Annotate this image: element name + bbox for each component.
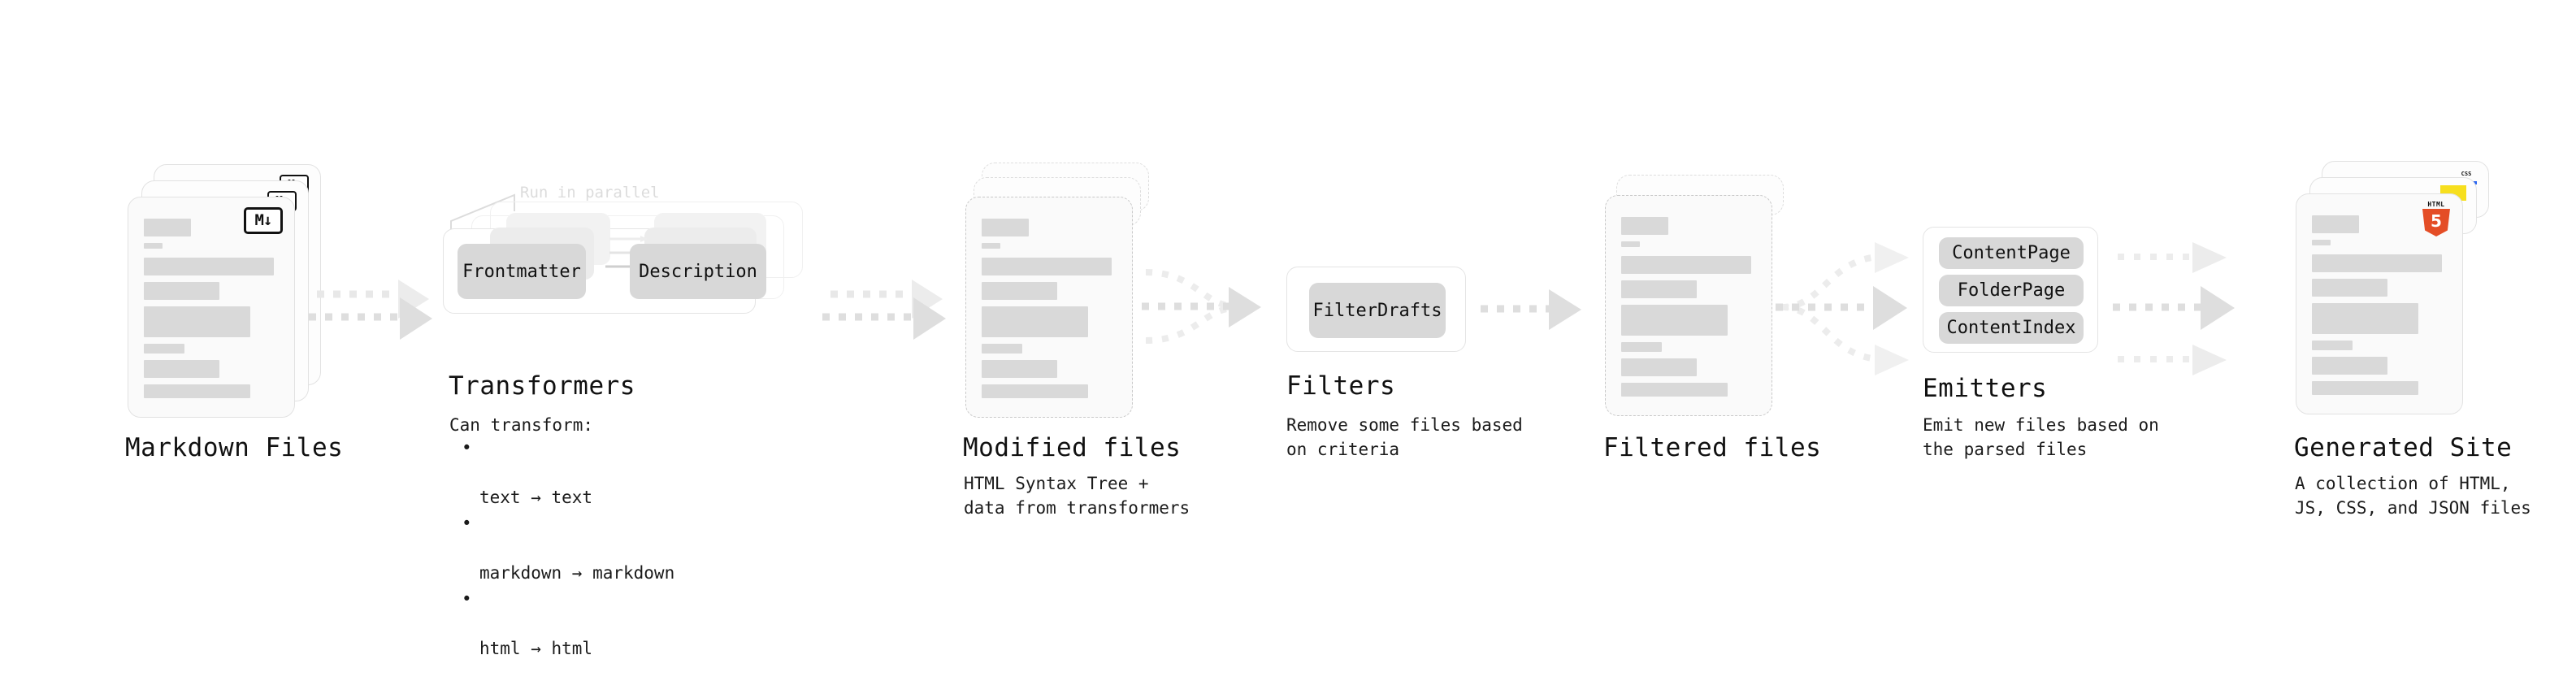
placeholder-bar [1621,342,1662,352]
placeholder-bar [982,344,1022,354]
placeholder-bar [1621,305,1728,336]
emitters-desc: Emit new files based on the parsed files [1923,415,2159,459]
emitter-chip-folderpage[interactable]: FolderPage [1939,275,2084,306]
bullet-dot: • [462,438,472,458]
bullet-dot: • [462,589,472,609]
emitter-chip-contentpage[interactable]: ContentPage [1939,237,2084,269]
placeholder-bar [144,344,184,354]
placeholder-bar [2312,215,2359,233]
transformers-label: Transformers [449,371,635,401]
placeholder-bar [2312,303,2418,334]
chip-label: FilterDrafts [1312,300,1442,321]
placeholder-bar [144,306,250,337]
transformers-desc: Can transform: [449,415,594,435]
connector-modified-to-filters [1142,269,1261,344]
filters-label: Filters [1286,371,1396,401]
generated-site-label: Generated Site [2294,433,2513,462]
connector-markdown-to-transformers [309,280,432,340]
chip-label: FolderPage [1957,280,2066,301]
placeholder-bar [1621,256,1751,274]
placeholder-bar [982,384,1088,398]
file-content-placeholder [144,219,280,405]
filter-chip-filterdrafts[interactable]: FilterDrafts [1309,283,1446,338]
chip-label: ContentPage [1952,243,2071,263]
emitters-box: ContentPage FolderPage ContentIndex [1923,227,2098,353]
placeholder-bar [144,243,163,249]
connector-filters-to-filtered [1481,289,1581,330]
placeholder-bar [1621,280,1697,298]
file-content-placeholder [1621,217,1758,403]
chip-label: Frontmatter [462,261,581,282]
placeholder-bar [2312,381,2418,395]
site-file-card-html: HTML [2296,193,2463,414]
placeholder-bar [144,360,219,378]
list-item-label: markdown → markdown [479,563,675,583]
html5-icon: HTML [2420,201,2452,236]
placeholder-bar [2312,340,2353,350]
placeholder-bar [982,360,1057,378]
placeholder-bar [982,282,1057,300]
filters-box: FilterDrafts [1286,267,1466,352]
emitter-chip-contentindex[interactable]: ContentIndex [1939,312,2084,344]
modified-file-card-front [965,197,1133,418]
list-item-label: text → text [479,488,593,507]
html5-icon-shield [2422,209,2450,236]
markdown-files-label: Markdown Files [125,433,344,462]
placeholder-bar [1621,383,1728,397]
placeholder-bar [982,306,1088,337]
modified-files-label: Modified files [963,433,1182,462]
file-content-placeholder [2312,215,2448,401]
placeholder-bar [144,219,191,236]
placeholder-bar [1621,217,1668,235]
list-item: • markdown → markdown [462,512,674,585]
modified-files-desc: HTML Syntax Tree + data from transformer… [964,474,1190,518]
connector-filtered-to-emitters [1776,242,1909,375]
markdown-icon: M↓ [244,207,283,234]
transformer-chip-description[interactable]: Description [630,244,766,299]
placeholder-bar [144,384,250,398]
placeholder-bar [2312,254,2442,272]
filtered-files-label: Filtered files [1603,433,1822,462]
generated-site-desc: A collection of HTML, JS, CSS, and JSON … [2295,474,2531,518]
list-item: • html → html [462,588,674,661]
placeholder-bar [2312,279,2387,297]
filters-desc: Remove some files based on criteria [1286,415,1523,459]
transformers-bullet-list: • text → text • markdown → markdown • ht… [462,436,674,661]
list-item: • text → text [462,436,674,510]
markdown-file-card-front: M↓ [128,197,295,418]
file-content-placeholder [982,219,1118,405]
chip-label: Description [639,261,757,282]
placeholder-bar [2312,240,2331,245]
placeholder-bar [982,219,1029,236]
chip-label: ContentIndex [1946,318,2076,338]
placeholder-bar [1621,241,1640,247]
connector-transformers-to-modified [822,280,946,340]
placeholder-bar [982,258,1112,275]
transformer-chip-frontmatter[interactable]: Frontmatter [458,244,586,299]
emitters-label: Emitters [1923,374,2048,403]
list-item-label: html → html [479,639,593,658]
html5-icon-word: HTML [2427,201,2445,208]
placeholder-bar [144,282,219,300]
placeholder-bar [1621,358,1697,376]
filtered-file-card-front [1605,195,1772,416]
placeholder-bar [982,243,1000,249]
run-in-parallel-label: Run in parallel [520,184,660,202]
placeholder-bar [144,258,274,275]
connector-emitters-to-site [2113,242,2235,375]
placeholder-bar [2312,357,2387,375]
bullet-dot: • [462,514,472,533]
